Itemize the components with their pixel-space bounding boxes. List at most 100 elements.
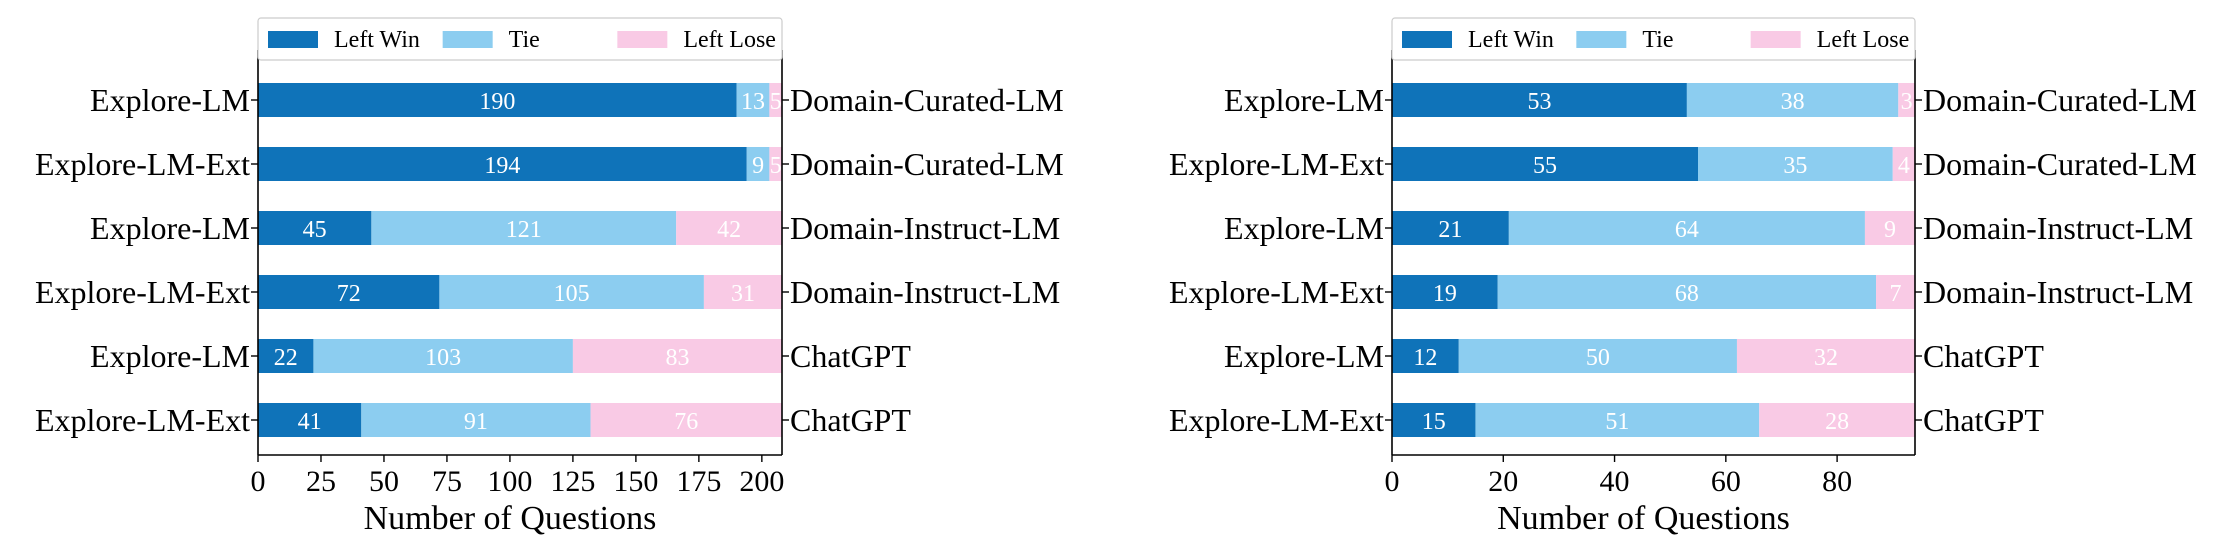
bar-left-win <box>258 147 747 181</box>
bar-label-tie: 38 <box>1781 89 1805 115</box>
bar-left-lose <box>769 83 782 117</box>
bar-tie <box>313 339 573 373</box>
bar-left-lose <box>572 339 782 373</box>
legend-swatch-left-win <box>1402 31 1452 48</box>
bar-label-left-lose: 4 <box>1898 153 1910 179</box>
x-tick-label: 0 <box>251 465 266 498</box>
right-category-label: Domain-Instruct-LM <box>1923 274 2193 310</box>
bar-left-win <box>258 83 737 117</box>
bar-label-left-win: 19 <box>1433 281 1457 307</box>
bar-left-lose <box>1898 83 1915 117</box>
legend-swatch-left-lose <box>617 31 668 48</box>
bar-left-lose <box>1864 211 1915 245</box>
left-category-label: Explore-LM <box>90 210 250 246</box>
legend-swatch-left-lose <box>1750 31 1801 48</box>
bar-label-left-lose: 5 <box>770 89 782 115</box>
legend-label-left-lose: Left Lose <box>1817 27 1910 53</box>
bar-left-win <box>1392 83 1687 117</box>
bar-left-lose <box>1759 403 1915 437</box>
bar-left-lose <box>1736 339 1915 373</box>
left-category-label: Explore-LM-Ext <box>35 402 250 438</box>
x-tick-label: 175 <box>676 465 721 498</box>
bar-left-win <box>258 211 372 245</box>
legend-label-left-win: Left Win <box>1468 27 1554 53</box>
bar-label-left-win: 194 <box>484 153 520 179</box>
left-category-label: Explore-LM-Ext <box>35 274 250 310</box>
bar-label-left-lose: 83 <box>665 345 689 371</box>
bar-tie <box>1508 211 1865 245</box>
legend-label-left-lose: Left Lose <box>683 27 776 53</box>
legend-label-tie: Tie <box>509 27 540 53</box>
x-tick-label: 125 <box>550 465 595 498</box>
bar-label-left-lose: 32 <box>1814 345 1838 371</box>
left-category-label: Explore-LM-Ext <box>1169 402 1384 438</box>
right-category-label: ChatGPT <box>1923 402 2044 438</box>
right-category-label: ChatGPT <box>790 338 911 374</box>
bar-label-tie: 35 <box>1783 153 1807 179</box>
bar-label-tie: 103 <box>425 345 461 371</box>
bar-label-left-win: 12 <box>1413 345 1437 371</box>
left-category-label: Explore-LM <box>1224 210 1384 246</box>
bar-label-tie: 51 <box>1605 409 1629 435</box>
bar-label-left-win: 53 <box>1527 89 1551 115</box>
bar-label-left-lose: 31 <box>731 281 755 307</box>
bar-tie <box>1475 403 1760 437</box>
x-tick-label: 25 <box>306 465 336 498</box>
bar-label-left-win: 21 <box>1438 217 1462 243</box>
bar-left-win <box>1392 403 1476 437</box>
bar-left-win <box>258 275 440 309</box>
bar-left-win <box>1392 147 1699 181</box>
bar-left-win <box>1392 275 1498 309</box>
bar-label-tie: 68 <box>1675 281 1699 307</box>
bar-label-tie: 13 <box>741 89 765 115</box>
bar-label-left-lose: 7 <box>1890 281 1902 307</box>
bar-label-left-lose: 76 <box>674 409 698 435</box>
left-category-label: Explore-LM-Ext <box>1169 274 1384 310</box>
bar-label-left-win: 190 <box>479 89 515 115</box>
bar-label-left-win: 72 <box>337 281 361 307</box>
right-category-label: Domain-Curated-LM <box>790 82 1064 118</box>
bar-label-tie: 9 <box>752 153 764 179</box>
bar-left-win <box>1392 211 1509 245</box>
bar-label-left-win: 15 <box>1422 409 1446 435</box>
bar-label-tie: 91 <box>464 409 488 435</box>
bar-label-left-win: 55 <box>1533 153 1557 179</box>
right-category-label: Domain-Curated-LM <box>1923 146 2197 182</box>
x-tick-label: 40 <box>1600 465 1630 498</box>
legend-label-tie: Tie <box>1642 27 1673 53</box>
bars-group: 53 38 3 55 35 4 21 64 9 19 68 7 12 50 32 15 51 28 <box>1392 83 1915 437</box>
bar-label-tie: 64 <box>1675 217 1699 243</box>
bar-label-left-lose: 28 <box>1825 409 1849 435</box>
bar-tie <box>1698 147 1893 181</box>
legend-swatch-left-win <box>268 31 318 48</box>
bar-tie <box>736 83 770 117</box>
left-category-label: Explore-LM <box>90 338 250 374</box>
bar-tie <box>361 403 591 437</box>
bar-label-left-win: 22 <box>274 345 298 371</box>
x-tick-label: 50 <box>369 465 399 498</box>
x-tick-label: 20 <box>1488 465 1518 498</box>
left-category-label: Explore-LM <box>1224 82 1384 118</box>
right-category-label: Domain-Curated-LM <box>1923 82 2197 118</box>
bar-label-left-win: 41 <box>298 409 322 435</box>
bar-left-win <box>258 403 362 437</box>
left-category-label: Explore-LM-Ext <box>1169 146 1384 182</box>
bar-label-left-lose: 9 <box>1884 217 1896 243</box>
bar-left-lose <box>1892 147 1915 181</box>
x-tick-label: 75 <box>432 465 462 498</box>
x-tick-label: 80 <box>1822 465 1852 498</box>
bar-label-tie: 50 <box>1586 345 1610 371</box>
x-tick-label: 100 <box>487 465 532 498</box>
x-tick-label: 60 <box>1711 465 1741 498</box>
legend-label-left-win: Left Win <box>334 27 420 53</box>
right-category-label: Domain-Curated-LM <box>790 146 1064 182</box>
bar-left-lose <box>769 147 782 181</box>
legend-box <box>1391 17 1916 61</box>
bar-label-left-lose: 3 <box>1901 89 1913 115</box>
bar-left-win <box>1392 339 1459 373</box>
bar-tie <box>439 275 704 309</box>
right-category-label: Domain-Instruct-LM <box>1923 210 2193 246</box>
